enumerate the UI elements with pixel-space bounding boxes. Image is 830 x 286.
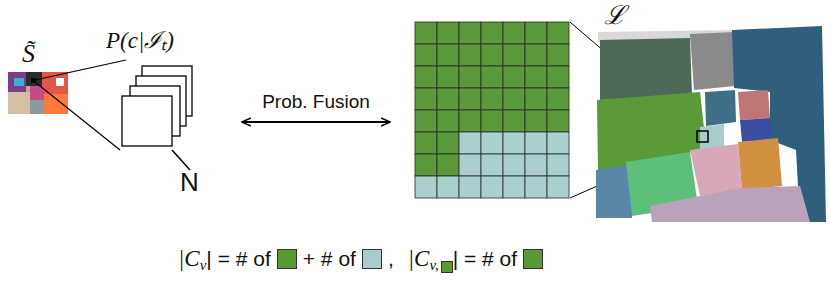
formula-text: + # of <box>303 247 356 270</box>
probability-stack <box>122 66 192 146</box>
color-swatch <box>277 249 297 269</box>
node-title: P(c|ℐₜ) <box>106 28 174 53</box>
color-swatch <box>362 249 382 269</box>
formula-text: |C <box>408 246 430 271</box>
point-cloud <box>596 26 826 222</box>
formula-text: , <box>388 247 394 270</box>
segment-image <box>8 72 68 114</box>
formula-text: |C <box>178 246 200 271</box>
node-title: ℒ <box>604 2 626 31</box>
fusion-arrow <box>242 121 390 123</box>
color-swatch <box>523 249 543 269</box>
formula-text: | = # of <box>206 247 270 270</box>
color-swatch <box>441 261 453 273</box>
voxel-grid <box>415 22 569 198</box>
point-cloud-node: ℒ <box>392 0 830 232</box>
zoom-line <box>35 60 126 80</box>
count-label: N <box>180 168 199 197</box>
segment-image-node: S̃ <box>8 40 70 116</box>
formula-text: v <box>200 257 207 274</box>
formula-row: |Cv| = # of+ # of,|Cv,| = # of <box>178 246 543 271</box>
formula-text: | = # of <box>453 247 517 270</box>
probability-stack-node: P(c|ℐₜ) <box>100 26 240 176</box>
n-bracket <box>172 150 190 170</box>
formula-text: v, <box>429 257 438 274</box>
zoom-line <box>35 82 120 150</box>
node-title: S̃ <box>22 40 35 69</box>
edge-label: Prob. Fusion <box>262 92 370 113</box>
